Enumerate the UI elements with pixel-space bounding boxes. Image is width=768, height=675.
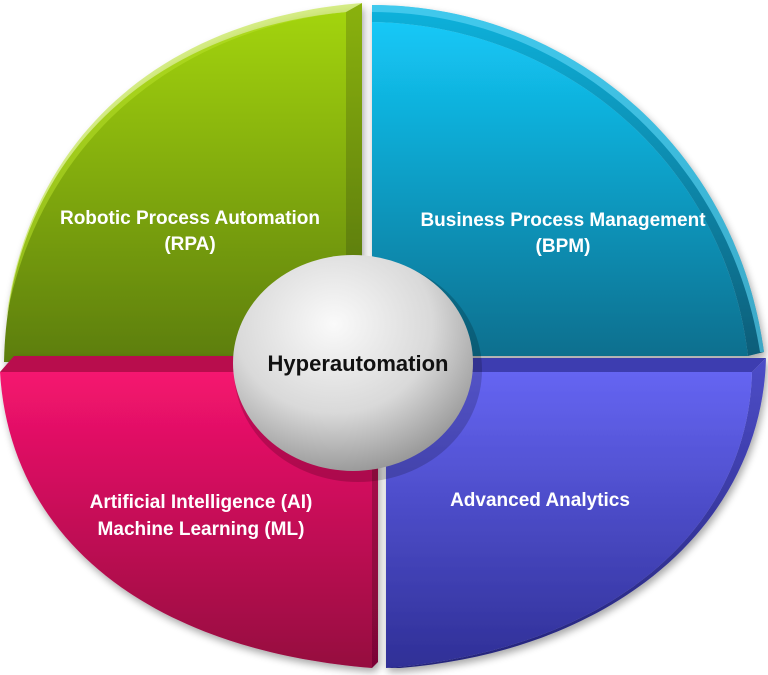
center-sphere (233, 255, 473, 471)
rpa-label-line2: (RPA) (164, 234, 215, 255)
center-label: Hyperautomation (268, 351, 449, 376)
quadrant-bpm-side (372, 5, 764, 356)
center-hub: Hyperautomation (233, 255, 482, 482)
quadrant-rpa-face (4, 12, 346, 362)
rpa-label-line1: Robotic Process Automation (60, 208, 320, 229)
bpm-label-line1: Business Process Management (420, 210, 706, 231)
quadrant-bpm-face (372, 22, 748, 356)
analytics-label-line1: Advanced Analytics (450, 490, 630, 511)
quadrant-analytics-top (386, 358, 766, 372)
ai-ml-label-line1: Artificial Intelligence (AI) (90, 492, 313, 513)
bpm-label-line2: (BPM) (536, 236, 591, 257)
quadrant-analytics: Advanced Analytics (386, 358, 766, 668)
quadrant-analytics-face (386, 372, 752, 668)
ai-ml-label-line2: Machine Learning (ML) (98, 519, 305, 540)
quadrant-bpm: Business Process Management (BPM) (372, 5, 764, 356)
